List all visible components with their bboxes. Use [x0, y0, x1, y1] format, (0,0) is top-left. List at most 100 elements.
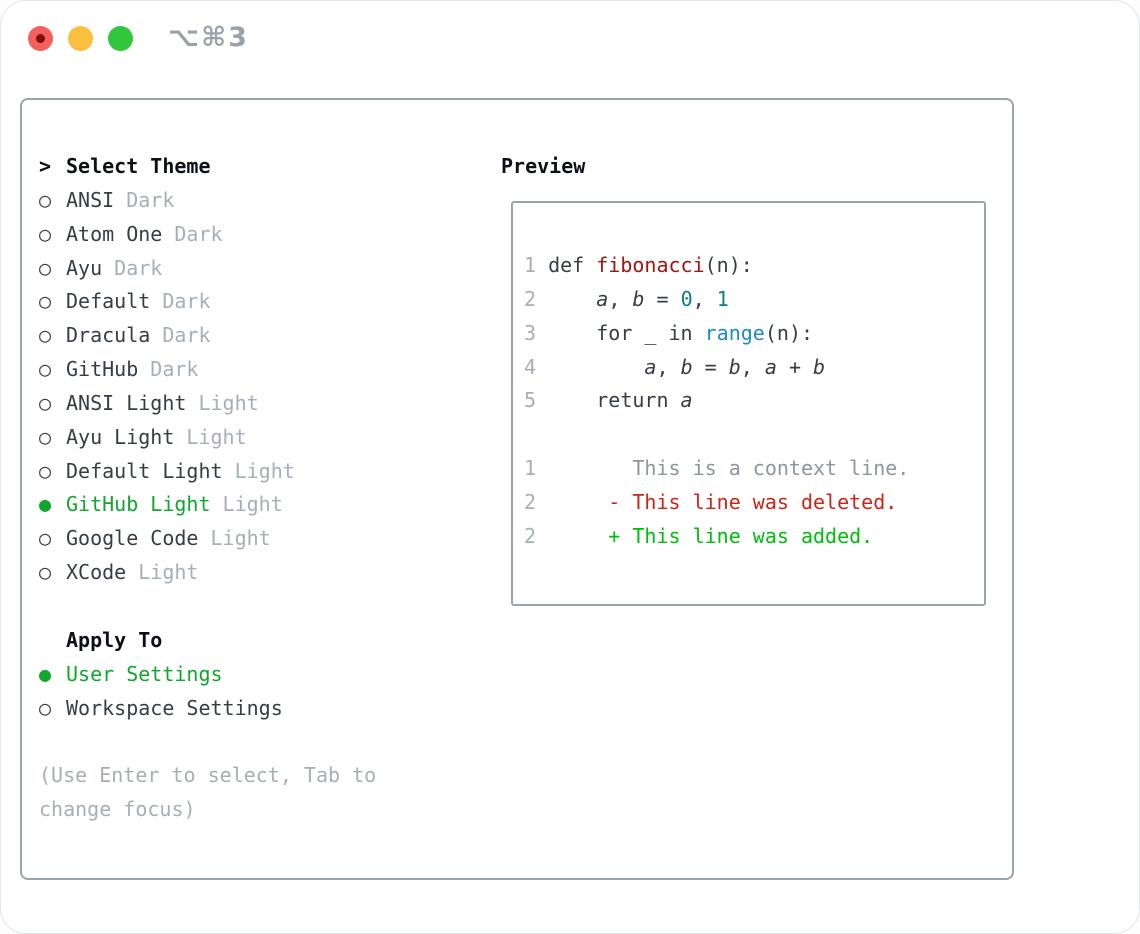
apply-option-label: User Settings: [66, 661, 223, 686]
diff-line-deleted: 2 - This line was deleted.: [524, 486, 984, 520]
window-title-shortcut: ⌥⌘3: [168, 22, 249, 53]
theme-variant-tag: Light: [198, 526, 271, 551]
code-token: [548, 287, 596, 311]
theme-option-github[interactable]: ○ GitHub Dark: [39, 353, 484, 387]
theme-variant-tag: Dark: [150, 289, 211, 314]
theme-option-xcode[interactable]: ○XCode Light: [39, 556, 484, 590]
radio-selected-icon: ●: [39, 492, 52, 517]
radio-unselected-icon: ○: [39, 357, 52, 382]
diff-preview: 1 This is a context line.2 - This line w…: [524, 452, 984, 554]
radio-unselected-icon: ○: [39, 187, 52, 212]
diff-marker: [608, 456, 620, 480]
code-token: b: [728, 354, 741, 379]
cursor-icon: >: [39, 154, 52, 178]
code-line: 4 a, b = b, a + b: [524, 351, 984, 385]
code-token: 1: [716, 286, 729, 311]
code-token: a: [596, 286, 609, 311]
code-token: a: [764, 354, 777, 379]
theme-name: Default Light: [66, 458, 223, 483]
line-number: 2: [524, 286, 537, 311]
code-token: (n):: [764, 320, 814, 345]
radio-unselected-icon: ○: [39, 289, 52, 314]
diff-marker: -: [608, 489, 621, 514]
theme-option-github-light[interactable]: ●GitHub Light Light: [39, 488, 484, 522]
theme-option-ansi[interactable]: ○ANSI Dark: [39, 184, 484, 218]
theme-option-ansi-light[interactable]: ○ANSI Light Light: [39, 387, 484, 421]
theme-option-google-code[interactable]: ○ Google Code Light: [39, 522, 484, 556]
main-panel: >Select Theme ○ANSI Dark○Atom One Dark○A…: [20, 98, 1014, 880]
code-token: ,: [740, 354, 765, 379]
theme-option-ayu-light[interactable]: ○Ayu Light Light: [39, 421, 484, 455]
theme-name: GitHub Light: [66, 492, 211, 517]
theme-variant-tag: Dark: [102, 255, 163, 280]
zoom-button[interactable]: [108, 26, 133, 51]
preview-header: Preview: [501, 150, 585, 184]
code-token: range: [704, 320, 765, 345]
apply-to-list: ● User Settings ○Workspace Settings: [39, 658, 484, 726]
apply-to-header-label: Apply To: [66, 627, 163, 652]
diff-line-context: 1 This is a context line.: [524, 452, 984, 486]
line-number: 1: [524, 253, 537, 277]
apply-option-workspace-settings[interactable]: ○Workspace Settings: [39, 692, 484, 726]
code-line: 1 def fibonacci(n):: [524, 249, 984, 283]
theme-option-atom-one[interactable]: ○ Atom One Dark: [39, 218, 484, 252]
minimize-button[interactable]: [68, 26, 93, 51]
line-number: 3: [524, 320, 537, 345]
code-token: return: [548, 388, 681, 413]
hint-line: change focus): [39, 797, 196, 822]
theme-variant-tag: Dark: [114, 187, 175, 212]
radio-unselected-icon: ○: [39, 695, 52, 720]
theme-name: ANSI Light: [66, 390, 187, 415]
code-token: [548, 355, 644, 379]
radio-unselected-icon: ○: [39, 221, 52, 246]
diff-marker: +: [608, 523, 621, 548]
theme-name: Ayu: [66, 255, 103, 280]
theme-variant-tag: Light: [186, 390, 259, 415]
titlebar: ⌥⌘3: [1, 1, 1139, 77]
theme-option-dracula[interactable]: ○Dracula Dark: [39, 319, 484, 353]
line-number: 4: [524, 354, 537, 379]
theme-name: Dracula: [66, 323, 151, 348]
code-token: a: [644, 354, 657, 379]
code-token: for _ in: [548, 320, 705, 345]
hint-line: (Use Enter to select, Tab to: [39, 763, 377, 788]
code-token: 0: [680, 286, 693, 311]
apply-option-user-settings[interactable]: ● User Settings: [39, 658, 484, 692]
diff-text: This line was deleted.: [632, 489, 898, 514]
theme-name: XCode: [66, 560, 127, 585]
hint-text: (Use Enter to select, Tab to change focus…: [39, 759, 484, 827]
apply-to-header: Apply To: [39, 624, 484, 658]
theme-name: Atom One: [66, 221, 163, 246]
radio-unselected-icon: ○: [39, 255, 52, 280]
code-token: ,: [692, 286, 717, 311]
code-line: 2 a, b = 0, 1: [524, 283, 984, 317]
code-token: ,: [656, 354, 681, 379]
theme-option-default[interactable]: ○Default Dark: [39, 285, 484, 319]
theme-variant-tag: Light: [126, 560, 199, 585]
theme-option-default-light[interactable]: ○Default Light Light: [39, 455, 484, 489]
theme-variant-tag: Dark: [138, 357, 199, 382]
line-number: 2: [524, 523, 537, 548]
radio-unselected-icon: ○: [39, 526, 52, 551]
line-number: 1: [524, 456, 537, 481]
code-token: =: [644, 286, 681, 311]
select-theme-header: > Select Theme: [39, 150, 484, 184]
theme-name: Google Code: [66, 526, 199, 551]
theme-option-ayu[interactable]: ○ Ayu Dark: [39, 252, 484, 286]
diff-text: This is a context line.: [632, 456, 910, 481]
radio-unselected-icon: ○: [39, 424, 52, 449]
line-number: 2: [524, 489, 537, 514]
radio-selected-icon: ●: [39, 661, 52, 686]
theme-name: GitHub: [66, 357, 139, 382]
code-token: b: [680, 354, 693, 379]
line-number: 5: [524, 388, 537, 413]
preview-header-label: Preview: [501, 154, 586, 178]
code-token: def: [548, 253, 597, 277]
close-button[interactable]: [28, 26, 53, 51]
select-theme-header-label: Select Theme: [66, 154, 211, 178]
code-token: =: [692, 354, 729, 379]
theme-variant-tag: Dark: [162, 221, 223, 246]
